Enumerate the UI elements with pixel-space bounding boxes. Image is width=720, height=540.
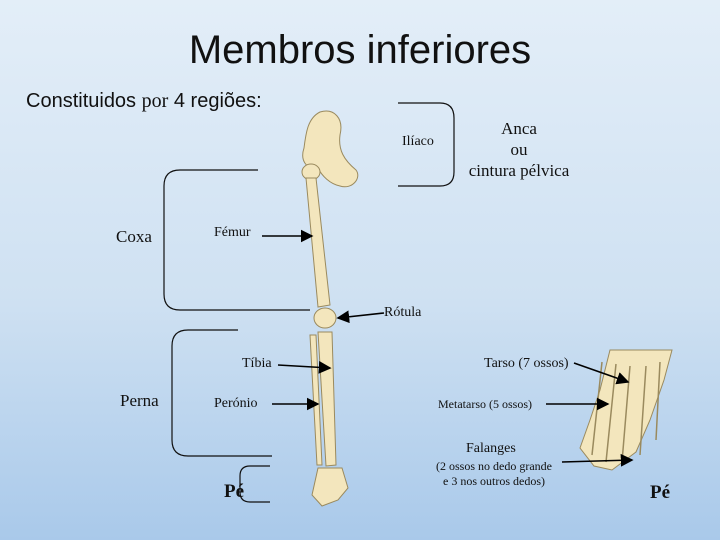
label-peronio: Perónio <box>214 396 258 411</box>
label-tibia: Tíbia <box>242 356 272 371</box>
femur-bone <box>305 177 331 308</box>
label-anca: Anca <box>501 119 537 138</box>
label-femur: Fémur <box>214 225 251 240</box>
bracket-perna <box>171 329 272 457</box>
subtitle-word-1: Constituidos <box>26 90 137 112</box>
slide-subtitle: Constituidos por 4 regiões: <box>26 90 262 113</box>
falanges-note-line-1: (2 ossos no dedo grande <box>436 459 552 473</box>
arrow-tibia <box>277 360 332 374</box>
label-rotula: Rótula <box>384 305 422 320</box>
label-coxa: Coxa <box>116 227 152 246</box>
left-foot <box>311 467 349 507</box>
label-falanges-note: (2 ossos no dedo grande e 3 nos outros d… <box>424 459 564 489</box>
brackets <box>163 102 455 503</box>
slide-title: Membros inferiores <box>188 28 532 72</box>
arrow-tarso <box>573 362 630 385</box>
label-cintura-pelvica: cintura pélvica <box>468 161 570 180</box>
label-perna: Perna <box>120 391 159 410</box>
leg-bones-illustration <box>301 110 673 507</box>
subtitle-word-3: 4 regiões: <box>173 90 262 112</box>
subtitle-word-2: por <box>141 90 169 112</box>
label-tarso: Tarso (7 ossos) <box>484 356 569 371</box>
bracket-anca <box>398 102 455 187</box>
bracket-pe <box>239 465 270 503</box>
bracket-coxa <box>163 169 310 311</box>
arrow-rotula <box>336 310 385 324</box>
label-anca-group: Anca ou cintura pélvica <box>448 118 590 181</box>
falanges-note-line-2: e 3 nos outros dedos) <box>443 474 545 488</box>
label-falanges: Falanges <box>466 441 516 456</box>
arrows <box>262 229 634 467</box>
label-ou: ou <box>510 140 528 159</box>
knee-patella <box>313 307 337 329</box>
label-pe-right: Pé <box>650 482 671 503</box>
label-pe-left: Pé <box>224 481 245 502</box>
label-metatarso: Metatarso (5 ossos) <box>438 397 532 411</box>
label-iliaco: Ilíaco <box>402 134 434 149</box>
arrow-falanges <box>561 453 634 467</box>
